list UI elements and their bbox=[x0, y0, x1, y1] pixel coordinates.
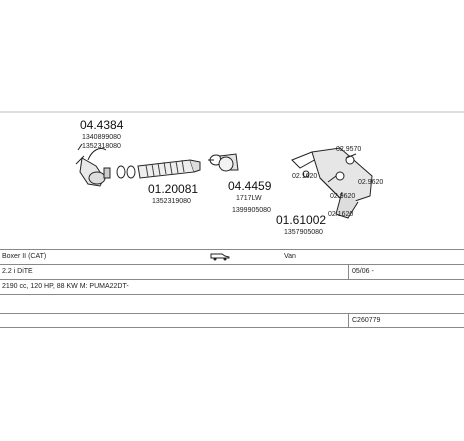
clamp-icon bbox=[116, 165, 136, 179]
front-pipe-catalyst-illustration bbox=[75, 143, 111, 187]
set-code: C260779 bbox=[352, 317, 381, 324]
part-1-number: 04.4384 bbox=[80, 118, 124, 132]
van-icon bbox=[210, 251, 230, 264]
engine-spec: 2190 cc, 120 HP, 88 KW M: PUMA22DT- bbox=[2, 283, 129, 290]
production-date: 05/06 - bbox=[352, 268, 374, 275]
rear-silencer-illustration bbox=[291, 147, 373, 219]
mount-label-e: 02.1620 bbox=[328, 211, 353, 218]
table-line bbox=[0, 327, 464, 328]
table-line bbox=[348, 313, 349, 327]
part-3-ref-2: 1399905080 bbox=[232, 207, 271, 214]
mount-label-a: 02.9570 bbox=[336, 146, 361, 153]
part-1-ref-2: 1352318080 bbox=[82, 143, 121, 150]
part-2-ref: 1352319080 bbox=[152, 198, 191, 205]
vehicle-info-table: Boxer II (CAT) Van 2.2 i DiTE 05/06 - 21… bbox=[0, 249, 464, 329]
table-line bbox=[0, 279, 464, 280]
model-name: Boxer II (CAT) bbox=[2, 253, 47, 260]
part-3-number: 04.4459 bbox=[228, 179, 272, 193]
engine-label: 2.2 i DiTE bbox=[2, 268, 33, 275]
body-type: Van bbox=[284, 253, 296, 260]
table-line bbox=[0, 294, 464, 295]
mount-label-d: 02.9620 bbox=[330, 193, 355, 200]
part-4-ref: 1357905080 bbox=[284, 229, 323, 236]
exhaust-diagram: 04.4384 1340899080 1352318080 01.20081 1… bbox=[0, 111, 464, 236]
flex-pipe-illustration bbox=[137, 159, 201, 179]
table-line bbox=[0, 249, 464, 250]
mount-label-b: 02.1620 bbox=[292, 173, 317, 180]
mount-label-c: 02.9620 bbox=[358, 179, 383, 186]
table-line bbox=[348, 264, 349, 279]
centre-silencer-illustration bbox=[208, 153, 239, 172]
part-4-number: 01.61002 bbox=[276, 213, 326, 227]
table-line bbox=[0, 264, 464, 265]
part-2-number: 01.20081 bbox=[148, 182, 198, 196]
part-3-ref-1: 1717LW bbox=[236, 195, 262, 202]
part-1-ref-1: 1340899080 bbox=[82, 134, 121, 141]
table-line bbox=[0, 313, 464, 314]
